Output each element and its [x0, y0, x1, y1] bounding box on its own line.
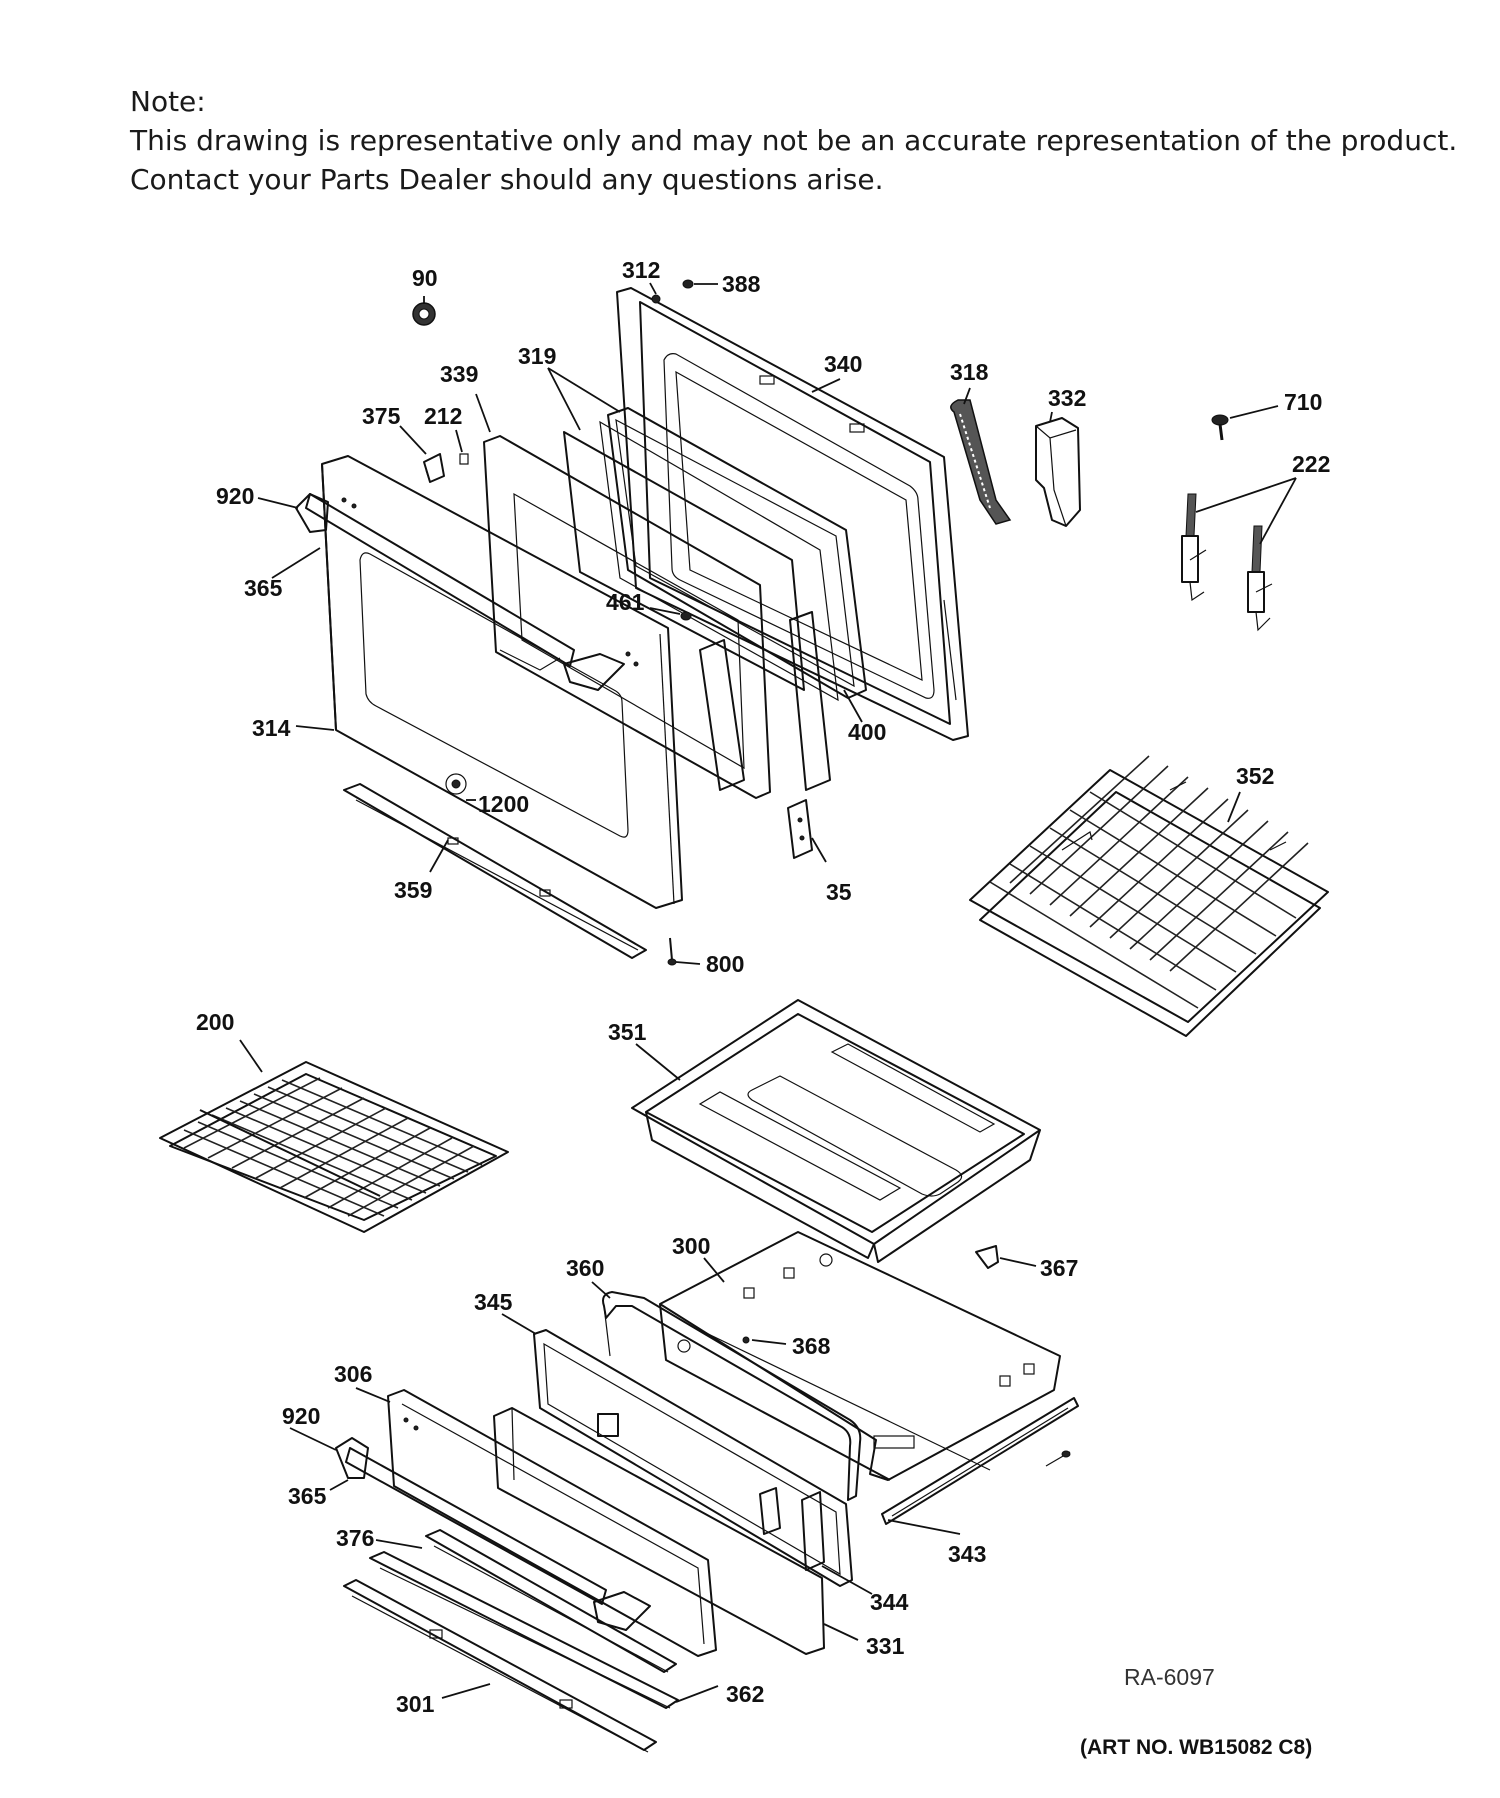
label-351: 351 [608, 1019, 647, 1045]
leader-lines [239, 282, 1297, 1703]
part-212-clip [459, 453, 469, 465]
label-340: 340 [824, 351, 862, 377]
label-301: 301 [396, 1691, 435, 1717]
label-306: 306 [334, 1361, 372, 1387]
label-365-lower: 365 [288, 1483, 327, 1509]
label-345: 345 [474, 1289, 513, 1315]
label-920-lower: 920 [282, 1403, 320, 1429]
part-222-hinge-right [1247, 525, 1273, 632]
label-222: 222 [1292, 451, 1330, 477]
part-318-gasket [950, 399, 1012, 525]
part-359-vent-trim [343, 783, 647, 959]
part-365-handle [295, 493, 625, 691]
label-365-upper: 365 [244, 575, 283, 601]
part-35-bracket [787, 799, 813, 859]
part-200-oven-rack [159, 1061, 509, 1233]
label-212: 212 [424, 403, 462, 429]
label-710: 710 [1284, 389, 1322, 415]
part-344-bracket [801, 1491, 825, 1571]
label-1200: 1200 [478, 791, 529, 817]
part-90-knob [412, 302, 436, 326]
part-labels: 90 312 388 340 318 332 710 222 319 339 3… [196, 257, 1330, 1717]
label-359: 359 [394, 877, 432, 903]
part-376-trim [425, 1529, 677, 1673]
label-200: 200 [196, 1009, 234, 1035]
label-318: 318 [950, 359, 989, 385]
part-332-hinge-cover [1035, 417, 1081, 527]
label-331: 331 [866, 1633, 905, 1659]
label-461: 461 [606, 589, 645, 615]
part-331-drawer-back [493, 1407, 825, 1655]
label-344: 344 [870, 1589, 909, 1615]
part-301-trim [343, 1579, 657, 1753]
label-343: 343 [948, 1541, 986, 1567]
label-368: 368 [792, 1333, 831, 1359]
label-360: 360 [566, 1255, 604, 1281]
label-35: 35 [826, 879, 852, 905]
part-339-door-frame [483, 435, 831, 799]
label-376: 376 [336, 1525, 374, 1551]
part-314-outer-door [321, 455, 683, 909]
label-362: 362 [726, 1681, 764, 1707]
part-312-screw [651, 294, 661, 304]
label-319: 319 [518, 343, 556, 369]
part-461-screw [680, 611, 692, 621]
label-312: 312 [622, 257, 660, 283]
label-332: 332 [1048, 385, 1086, 411]
part-340-door-liner [616, 287, 969, 741]
part-351-broiler-pan [631, 999, 1041, 1263]
part-375-bracket [423, 453, 445, 483]
note-heading: Note: [130, 85, 206, 118]
part-352-oven-rack [969, 755, 1329, 1037]
label-400: 400 [848, 719, 886, 745]
label-314: 314 [252, 715, 291, 741]
note-line-1: This drawing is representative only and … [130, 124, 1458, 157]
art-number: (ART NO. WB15082 C8) [1080, 1736, 1313, 1759]
note-line-2: Contact your Parts Dealer should any que… [130, 163, 884, 196]
part-710-screw [1211, 414, 1229, 441]
part-800-screw [667, 937, 677, 966]
label-388: 388 [722, 271, 761, 297]
label-800: 800 [706, 951, 744, 977]
part-345-drawer-panel [533, 1329, 853, 1587]
label-920-upper: 920 [216, 483, 254, 509]
label-352: 352 [1236, 763, 1274, 789]
part-367-clip [975, 1245, 999, 1269]
label-339: 339 [440, 361, 478, 387]
part-306-drawer-front [387, 1389, 717, 1657]
disclaimer-note: Note: This drawing is representative onl… [130, 82, 1458, 199]
part-400-glass-assembly [599, 407, 867, 702]
drawing-reference-code: RA-6097 [1124, 1664, 1215, 1690]
label-90: 90 [412, 265, 438, 291]
label-367: 367 [1040, 1255, 1078, 1281]
part-388-screw [682, 279, 694, 289]
part-362-trim [369, 1551, 679, 1709]
part-368-screw [742, 1336, 750, 1344]
part-365-lower-handle [335, 1437, 651, 1631]
label-300: 300 [672, 1233, 710, 1259]
part-222-hinge-left [1181, 493, 1207, 602]
label-375: 375 [362, 403, 401, 429]
part-319-glass [563, 431, 805, 691]
part-343-slide-rail [881, 1397, 1079, 1525]
